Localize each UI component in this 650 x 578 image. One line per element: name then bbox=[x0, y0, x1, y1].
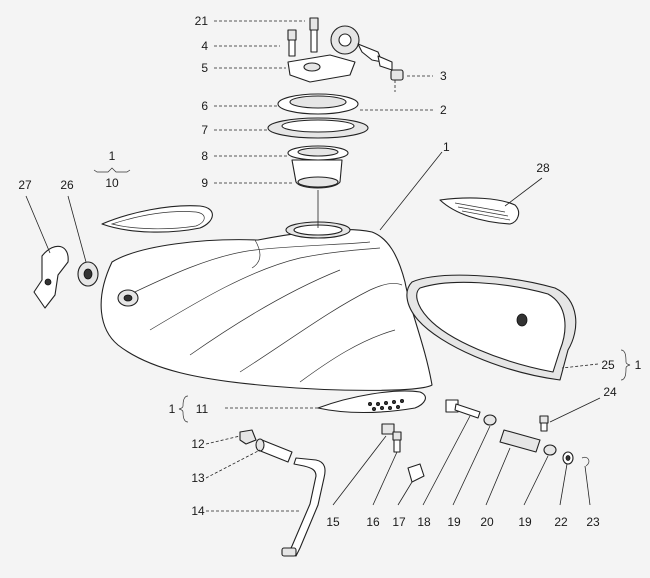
callout-19-a: 19 bbox=[447, 515, 461, 529]
callout-4: 4 bbox=[201, 39, 208, 53]
fuel-tank bbox=[100, 221, 433, 391]
callout-1-tank: 1 bbox=[443, 140, 450, 154]
callout-1-pad: 1 bbox=[109, 149, 116, 163]
callout-23: 23 bbox=[586, 515, 600, 529]
filler-neck bbox=[291, 159, 343, 228]
callout-18: 18 bbox=[417, 515, 431, 529]
callout-24: 24 bbox=[603, 385, 617, 399]
callout-22: 22 bbox=[554, 515, 568, 529]
callout-27: 27 bbox=[18, 178, 32, 192]
callout-25: 25 bbox=[601, 358, 615, 372]
callout-17: 17 bbox=[392, 515, 406, 529]
callout-20: 20 bbox=[480, 515, 494, 529]
callout-28: 28 bbox=[536, 161, 550, 175]
fuel-cap-assembly bbox=[287, 17, 393, 83]
leader-lines bbox=[25, 20, 601, 512]
callout-19-b: 19 bbox=[518, 515, 532, 529]
bushing-19b bbox=[543, 444, 557, 456]
callout-7: 7 bbox=[201, 123, 208, 137]
grille-28 bbox=[439, 197, 520, 225]
flange-rings bbox=[267, 93, 369, 161]
washer-22 bbox=[562, 451, 574, 465]
screw-3 bbox=[390, 69, 404, 92]
callout-1-cover: 1 bbox=[635, 358, 642, 372]
bushing-19a bbox=[483, 414, 497, 426]
callout-9: 9 bbox=[201, 176, 208, 190]
callout-2: 2 bbox=[440, 103, 447, 117]
cap-26 bbox=[77, 261, 99, 287]
group-braces bbox=[93, 167, 631, 423]
callout-16: 16 bbox=[366, 515, 380, 529]
callout-13: 13 bbox=[191, 471, 205, 485]
screw-24 bbox=[539, 415, 549, 432]
latch-27 bbox=[33, 245, 69, 309]
callout-1-vent: 1 bbox=[169, 402, 176, 416]
callout-14: 14 bbox=[191, 504, 205, 518]
callout-21: 21 bbox=[195, 14, 209, 28]
grommet-15 bbox=[381, 423, 395, 435]
callout-15: 15 bbox=[326, 515, 340, 529]
pad-10 bbox=[101, 205, 213, 233]
pipe-14 bbox=[281, 457, 326, 557]
clip-17 bbox=[407, 463, 425, 483]
callout-12: 12 bbox=[191, 437, 205, 451]
callout-6: 6 bbox=[201, 99, 208, 113]
callout-10: 10 bbox=[105, 176, 119, 190]
callout-8: 8 bbox=[201, 149, 208, 163]
callout-11: 11 bbox=[196, 402, 209, 416]
pin-23 bbox=[581, 456, 590, 467]
nut-12 bbox=[239, 429, 257, 445]
spacer-13 bbox=[255, 438, 293, 463]
callout-26: 26 bbox=[60, 178, 74, 192]
callout-5: 5 bbox=[201, 61, 208, 75]
side-cover-25 bbox=[406, 274, 577, 381]
bracket-20 bbox=[499, 429, 541, 453]
vent-11 bbox=[317, 390, 426, 414]
bolt-18 bbox=[445, 399, 481, 419]
callout-labels: 21 4 5 3 6 2 7 8 9 1 1 10 28 27 26 25 1 … bbox=[18, 14, 641, 529]
screw-16 bbox=[392, 431, 402, 453]
callout-3: 3 bbox=[440, 69, 447, 83]
